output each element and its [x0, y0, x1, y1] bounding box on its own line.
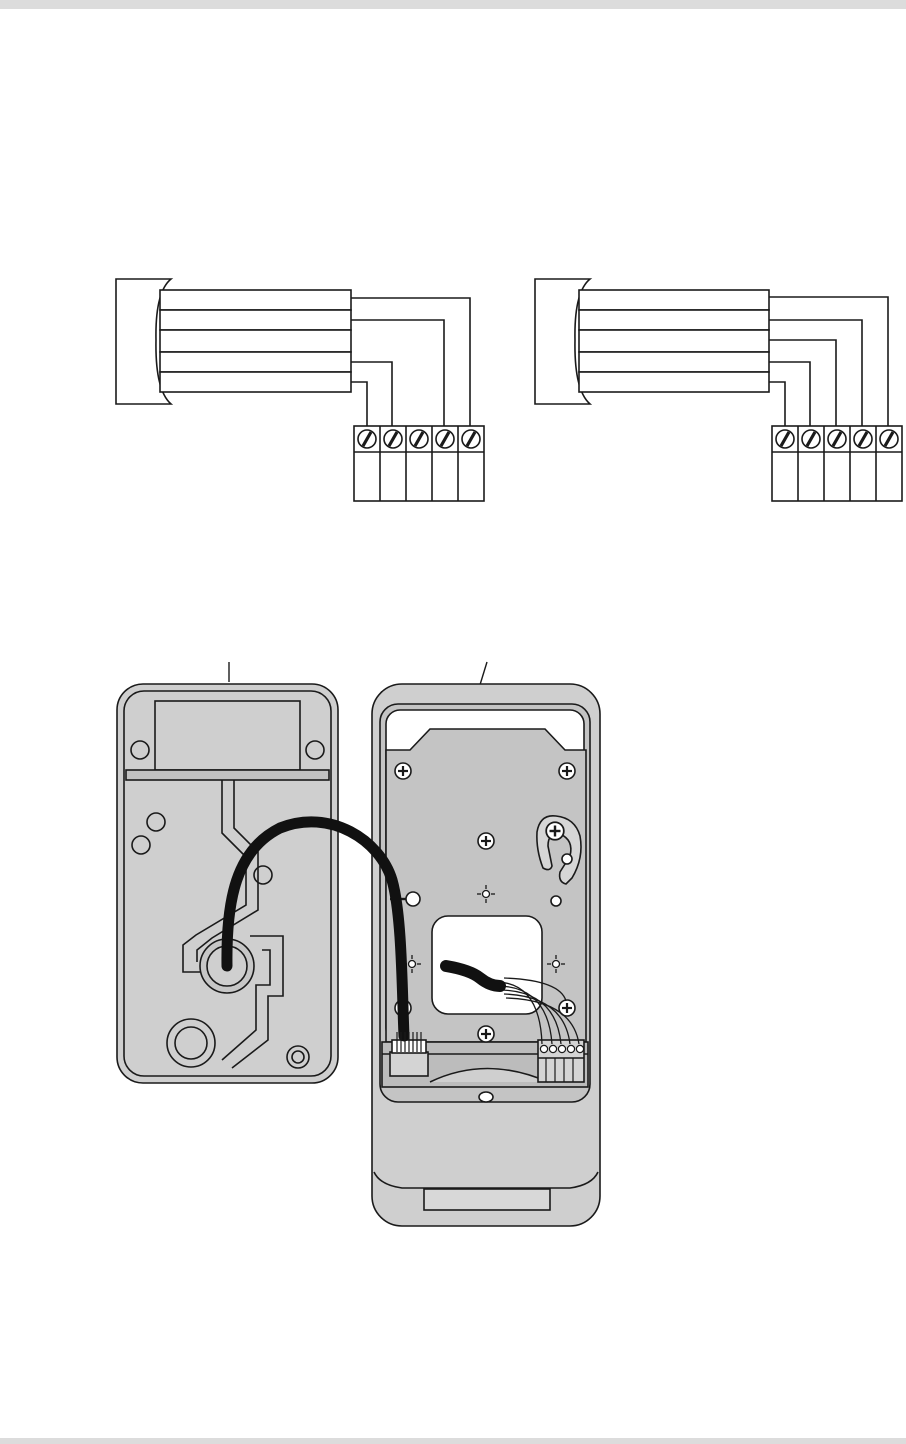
lower-boss-inner [175, 1027, 207, 1059]
display-window [155, 701, 300, 770]
cable-conductors-left [160, 290, 351, 392]
cover-hole [254, 866, 272, 884]
label-slot [424, 1189, 550, 1210]
housing-terminal-screws [540, 1045, 583, 1052]
wire-routing-left [351, 298, 470, 428]
ribbon-connector [390, 1052, 428, 1076]
mounting-screw-icon [546, 822, 564, 840]
ribbon-wires [397, 1032, 421, 1052]
cable-grommet [406, 892, 420, 906]
lower-screw-post-inner [292, 1051, 304, 1063]
terminal-screw-icon [410, 430, 428, 448]
terminal-screw-icon [880, 430, 898, 448]
terminal-screw-icon [776, 430, 794, 448]
mounting-screw-icon [559, 763, 575, 779]
wiring-diagram-left [116, 279, 484, 501]
tamper-pivot [562, 854, 572, 864]
cover-hole [132, 836, 150, 854]
cover-rib [126, 770, 329, 780]
terminal-screw-icon [854, 430, 872, 448]
housing-screw-hole [479, 1092, 493, 1102]
terminal-screw-icon [802, 430, 820, 448]
wire-routing-right [769, 297, 888, 428]
mounting-screw-icon [478, 1026, 494, 1042]
terminal-screw-icon [436, 430, 454, 448]
mounting-screw-icon [395, 763, 411, 779]
terminal-screw-icon [462, 430, 480, 448]
terminal-screw-icon [384, 430, 402, 448]
cover-hole [131, 741, 149, 759]
cover-hole [306, 741, 324, 759]
mounting-screw-icon [478, 833, 494, 849]
cable-conductors-right [579, 290, 769, 392]
wiring-diagram-right [535, 279, 902, 501]
cover-hole [147, 813, 165, 831]
terminal-screw-icon [828, 430, 846, 448]
front-cover-rear-view [117, 684, 338, 1083]
plate-hole [551, 896, 561, 906]
terminal-screw-icon [358, 430, 376, 448]
